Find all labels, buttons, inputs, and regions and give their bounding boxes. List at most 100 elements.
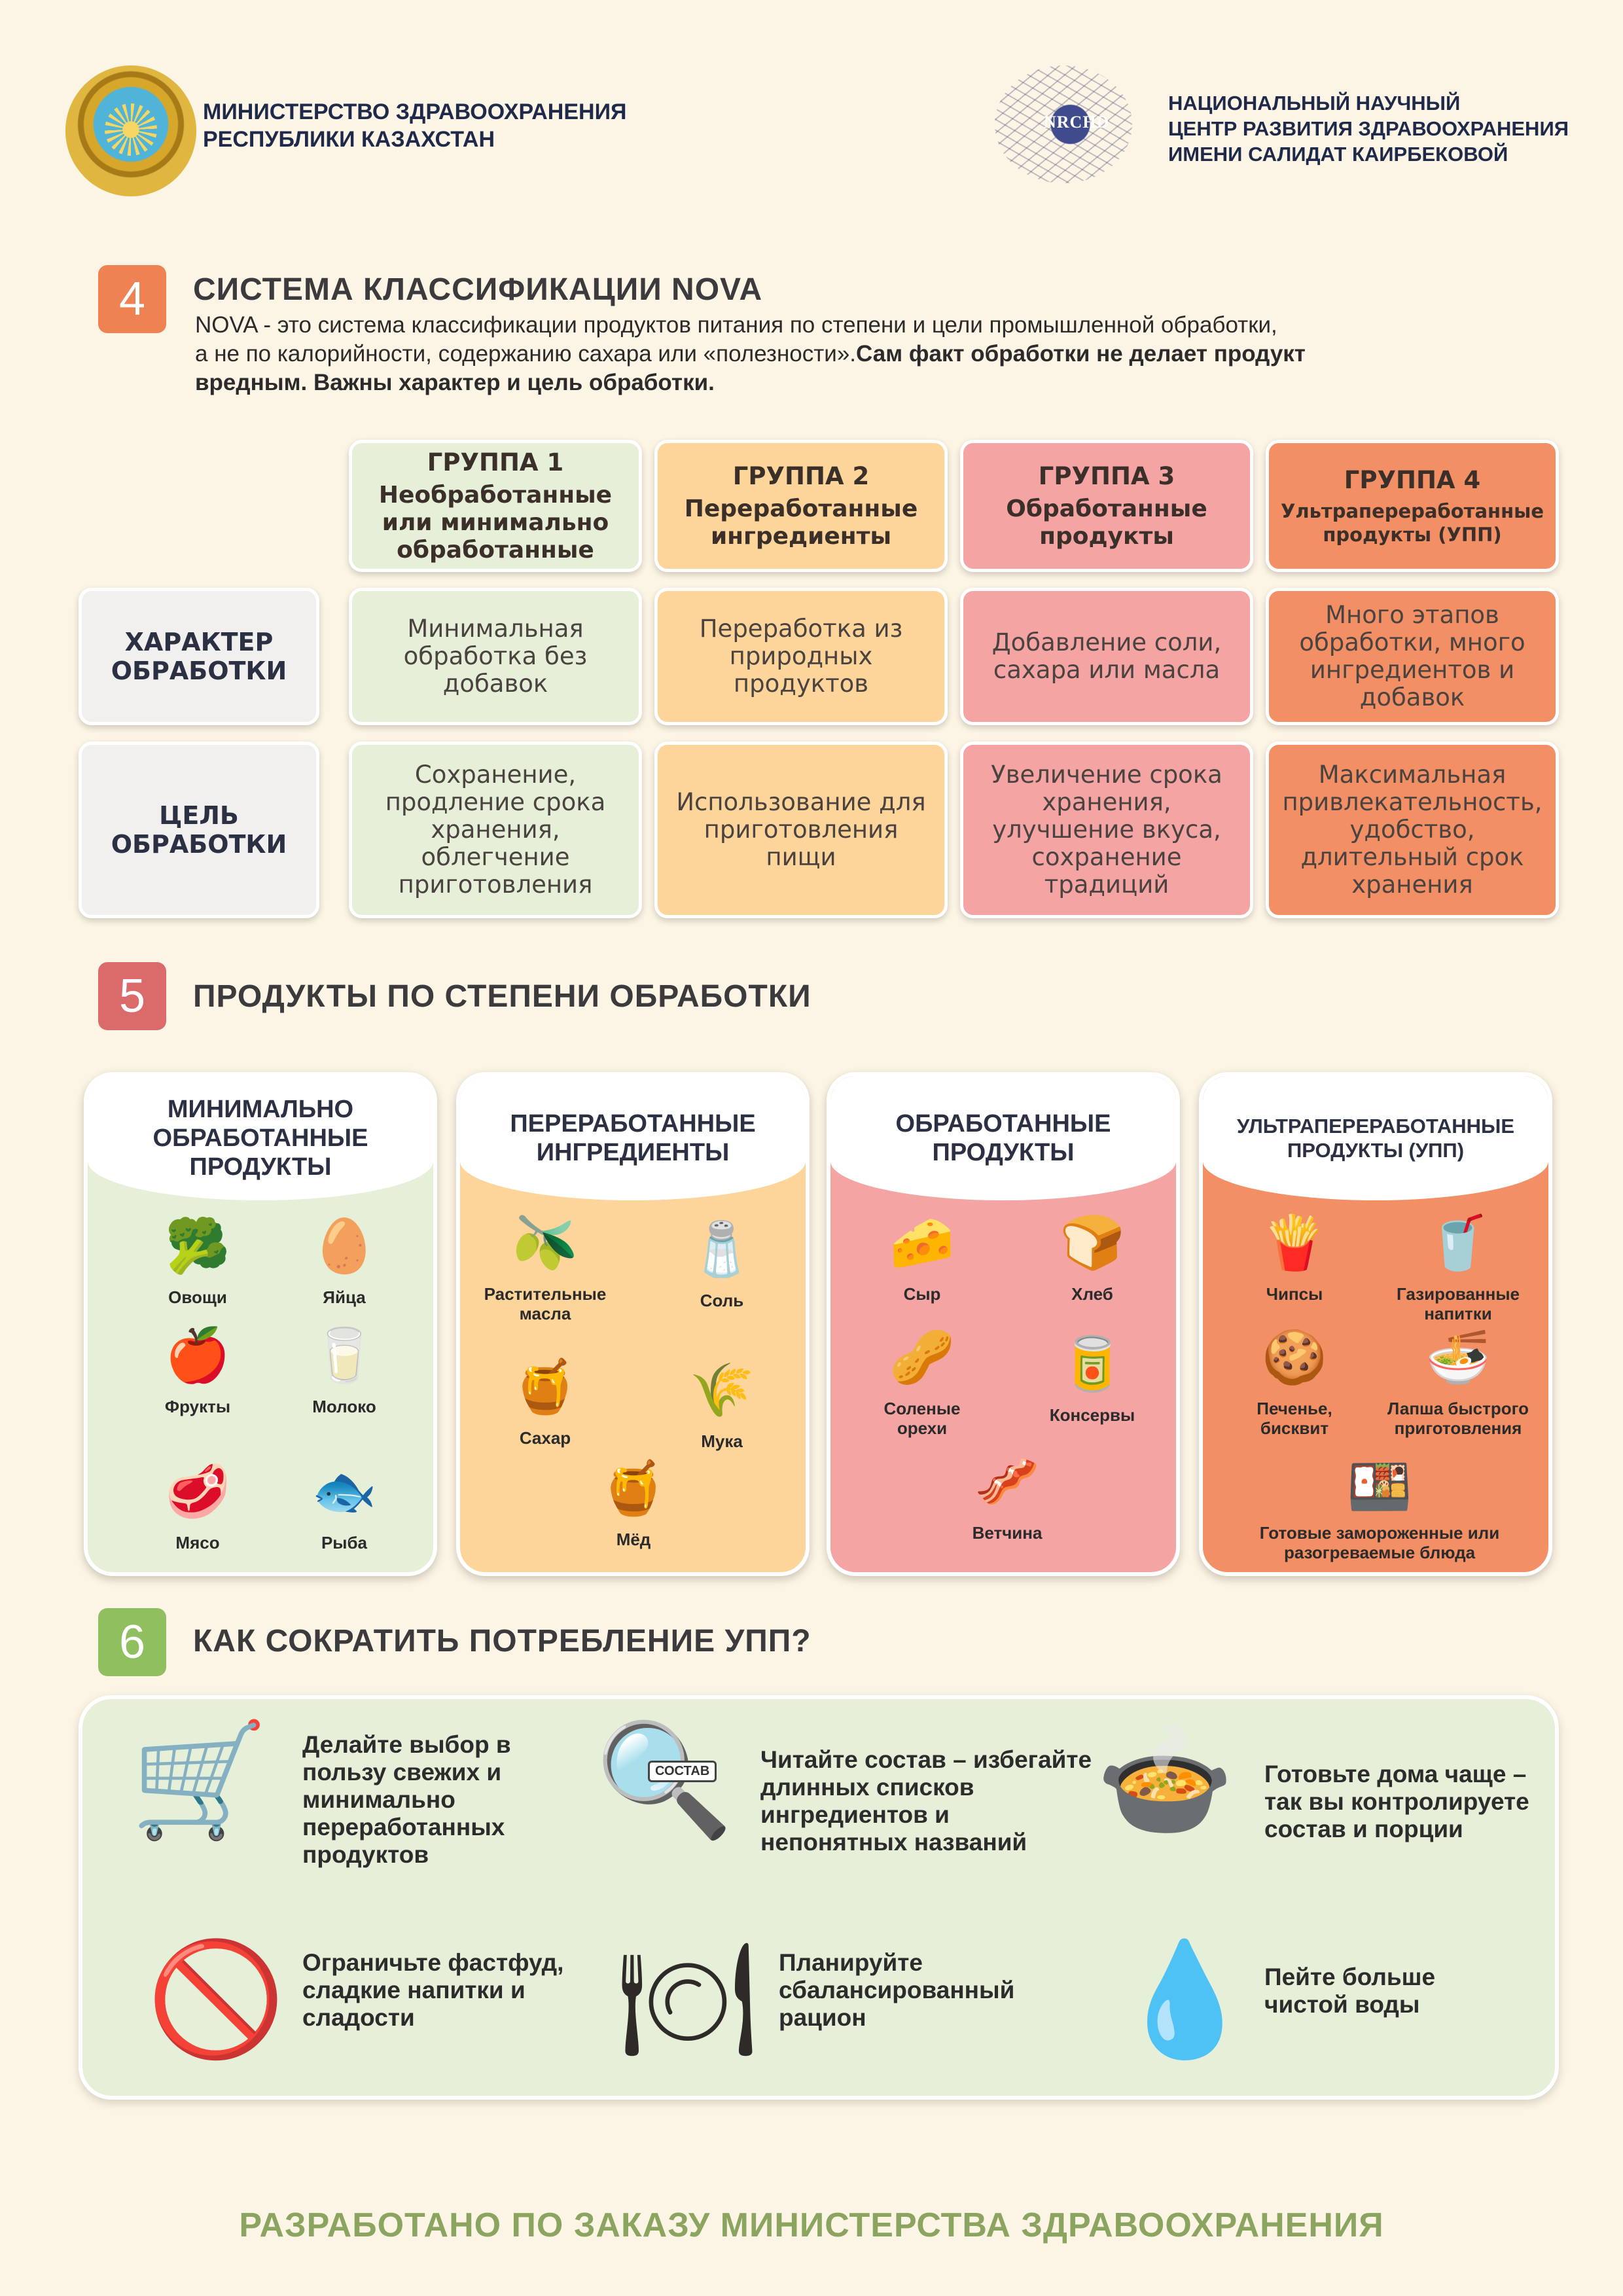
group-4-label: ГРУППА 4 [1344, 465, 1481, 494]
tips-panel [79, 1695, 1559, 2100]
item-chips: 🍟 Чипсы [1229, 1207, 1360, 1304]
section-4-title: СИСТЕМА КЛАССИФИКАЦИИ NOVA [193, 272, 763, 307]
composition-tag: СОСТАВ [648, 1761, 717, 1782]
center-line-2: ЦЕНТР РАЗВИТИЯ ЗДРАВООХРАНЕНИЯ [1168, 117, 1569, 140]
tin-can-icon: 🥫 [1060, 1333, 1125, 1394]
item-canned-food: 🥫 Консервы [1027, 1328, 1158, 1426]
nrchd-logo-text: NRCHD [1044, 113, 1110, 132]
center-name: НАЦИОНАЛЬНЫЙ НАУЧНЫЙ ЦЕНТР РАЗВИТИЯ ЗДРА… [1168, 90, 1569, 167]
item-label: Растительные масла [484, 1284, 607, 1323]
group-4-character: Много этапов обработки, много ингредиент… [1266, 588, 1559, 725]
group-3-label: ГРУППА 3 [1038, 461, 1175, 490]
item-label: Консервы [1049, 1405, 1135, 1425]
eggs-icon: 🥚 [312, 1215, 377, 1276]
group-1-label: ГРУППА 1 [427, 448, 564, 476]
milk-icon: 🥛 [312, 1325, 377, 1386]
item-label: Печенье, бисквит [1257, 1399, 1332, 1438]
nuts-bowl-icon: 🥜 [889, 1327, 955, 1388]
item-cheese: 🧀 Сыр [857, 1207, 988, 1304]
noodles-cup-icon: 🍜 [1425, 1327, 1491, 1388]
group-2-name: Переработанные ингредиенты [684, 495, 918, 550]
item-label: Молоко [312, 1397, 376, 1416]
nrchd-logo: NRCHD [995, 65, 1132, 183]
tip-balanced-diet: Планируйте сбалансированный рацион [779, 1949, 1015, 2031]
flour-bag-icon: 🌾 [689, 1359, 755, 1420]
group-3-name: Обработанные продукты [1006, 495, 1207, 550]
intro-bold-2: вредным. Важны характер и цель обработки… [195, 370, 715, 395]
tip-drink-water: Пейте больше чистой воды [1264, 1964, 1436, 2018]
balanced-plate-icon: 🍽 [616, 1935, 758, 2064]
ham-pack-icon: 🥓 [974, 1451, 1040, 1512]
item-honey: 🍯 Мёд [568, 1452, 699, 1550]
fruits-icon: 🍎 [165, 1325, 230, 1386]
item-label: Мясо [175, 1533, 220, 1552]
cooking-pot-icon: 🍲 [1096, 1715, 1234, 1845]
ministry-name: МИНИСТЕРСТВО ЗДРАВООХРАНЕНИЯ РЕСПУБЛИКИ … [203, 98, 626, 153]
item-flour: 🌾 Мука [656, 1354, 787, 1452]
card-upp-title: УЛЬТРАПЕРЕРАБОТАННЫЕ ПРОДУКТЫ (УПП) [1203, 1076, 1548, 1200]
row-label-character: ХАРАКТЕР ОБРАБОТКИ [79, 588, 319, 725]
item-sugar: 🍯Сахар [480, 1351, 611, 1448]
item-label: Чипсы [1266, 1284, 1323, 1304]
item-label: Рыба [321, 1533, 368, 1552]
card-ingredients-title: ПЕРЕРАБОТАННЫЕ ИНГРЕДИЕНТЫ [460, 1076, 806, 1200]
item-ready-meals: 🍱Готовые замороженные или разогреваемые … [1242, 1456, 1517, 1562]
item-cookies: 🍪 Печенье, бисквит [1229, 1321, 1360, 1439]
section-4-number: 4 [98, 265, 166, 333]
ministry-line-2: РЕСПУБЛИКИ КАЗАХСТАН [203, 127, 495, 152]
group-2-character: Переработка из природных продуктов [654, 588, 948, 725]
honey-jar-icon: 🍯 [601, 1458, 666, 1518]
item-vegetable-oils: 🫒 Растительные масла [480, 1207, 611, 1324]
no-fastfood-icon: 🚫 [147, 1935, 285, 2064]
intro-bold-1: Сам факт обработки не делает продукт [856, 341, 1306, 367]
center-line-3: ИМЕНИ САЛИДАТ КАИРБЕКОВОЙ [1168, 143, 1508, 166]
cheese-icon: 🧀 [889, 1212, 955, 1273]
group-1-character: Минимальная обработка без добавок [349, 588, 642, 725]
group-4-purpose: Максимальная привлекательность, удобство… [1266, 742, 1559, 918]
item-label: Овощи [168, 1287, 227, 1307]
sugar-bowl-icon: 🍯 [512, 1356, 578, 1417]
group-2-header: ГРУППА 2 Переработанные ингредиенты [654, 440, 948, 572]
cookies-icon: 🍪 [1262, 1327, 1327, 1388]
chips-bag-icon: 🍟 [1262, 1212, 1327, 1273]
group-4-name: Ультрапереработанные продукты (УПП) [1280, 499, 1544, 546]
item-label: Яйца [323, 1287, 366, 1307]
item-meat: 🥩Мясо [132, 1456, 263, 1553]
item-salted-nuts: 🥜Соленые орехи [857, 1321, 988, 1439]
ministry-line-1: МИНИСТЕРСТВО ЗДРАВООХРАНЕНИЯ [203, 99, 627, 124]
item-milk: 🥛 Молоко [279, 1319, 410, 1417]
item-bread: 🍞Хлеб [1027, 1207, 1158, 1304]
item-fruits: 🍎 Фрукты [132, 1319, 263, 1417]
group-1-header: ГРУППА 1 Необработанные или минимально о… [349, 440, 642, 572]
oil-bottle-icon: 🫒 [512, 1212, 578, 1273]
group-3-header: ГРУППА 3 Обработанные продукты [960, 440, 1253, 572]
item-label: Ветчина [972, 1523, 1043, 1543]
item-label: Готовые замороженные или разогреваемые б… [1259, 1523, 1500, 1562]
group-4-header: ГРУППА 4 Ультрапереработанные продукты (… [1266, 440, 1559, 572]
center-line-1: НАЦИОНАЛЬНЫЙ НАУЧНЫЙ [1168, 92, 1461, 115]
shopping-cart-icon: 🛒 [130, 1715, 269, 1845]
item-fish: 🐟 Рыба [279, 1456, 410, 1553]
group-2-purpose: Использование для приготовления пищи [654, 742, 948, 918]
item-soda: 🥤Газированные напитки [1393, 1207, 1524, 1324]
group-2-label: ГРУППА 2 [732, 461, 870, 490]
card-processed-foods: ОБРАБОТАННЫЕ ПРОДУКТЫ 🧀Сыр 🍞Хлеб 🥜Солены… [827, 1072, 1180, 1576]
tip-cook-home: Готовьте дома чаще – так вы контролирует… [1264, 1761, 1529, 1842]
section-6-title: КАК СОКРАТИТЬ ПОТРЕБЛЕНИЕ УПП? [193, 1624, 812, 1659]
salt-shaker-icon: 🧂 [689, 1219, 755, 1280]
water-bottle-icon: 💧 [1115, 1935, 1254, 2064]
section-6-number: 6 [98, 1608, 166, 1676]
tip-fresh-food: Делайте выбор в пользу свежих и минималь… [302, 1731, 511, 1868]
item-label: Сыр [903, 1284, 941, 1304]
tip-read-label: Читайте состав – избегайте длинных списк… [760, 1746, 1092, 1856]
item-label: Мука [701, 1431, 743, 1451]
intro-line-1: NOVA - это система классификации продукт… [195, 312, 1277, 338]
group-1-name: Необработанные или минимально обработанн… [378, 481, 613, 564]
fish-icon: 🐟 [312, 1461, 377, 1522]
bread-icon: 🍞 [1060, 1212, 1125, 1273]
item-ham: 🥓 Ветчина [942, 1446, 1073, 1543]
item-label: Фрукты [164, 1397, 231, 1416]
card-processed-ingredients: ПЕРЕРАБОТАННЫЕ ИНГРЕДИЕНТЫ 🫒 Растительные… [456, 1072, 810, 1576]
item-label: Мёд [616, 1530, 651, 1549]
item-instant-noodles: 🍜Лапша быстрого приготовления [1373, 1321, 1543, 1439]
